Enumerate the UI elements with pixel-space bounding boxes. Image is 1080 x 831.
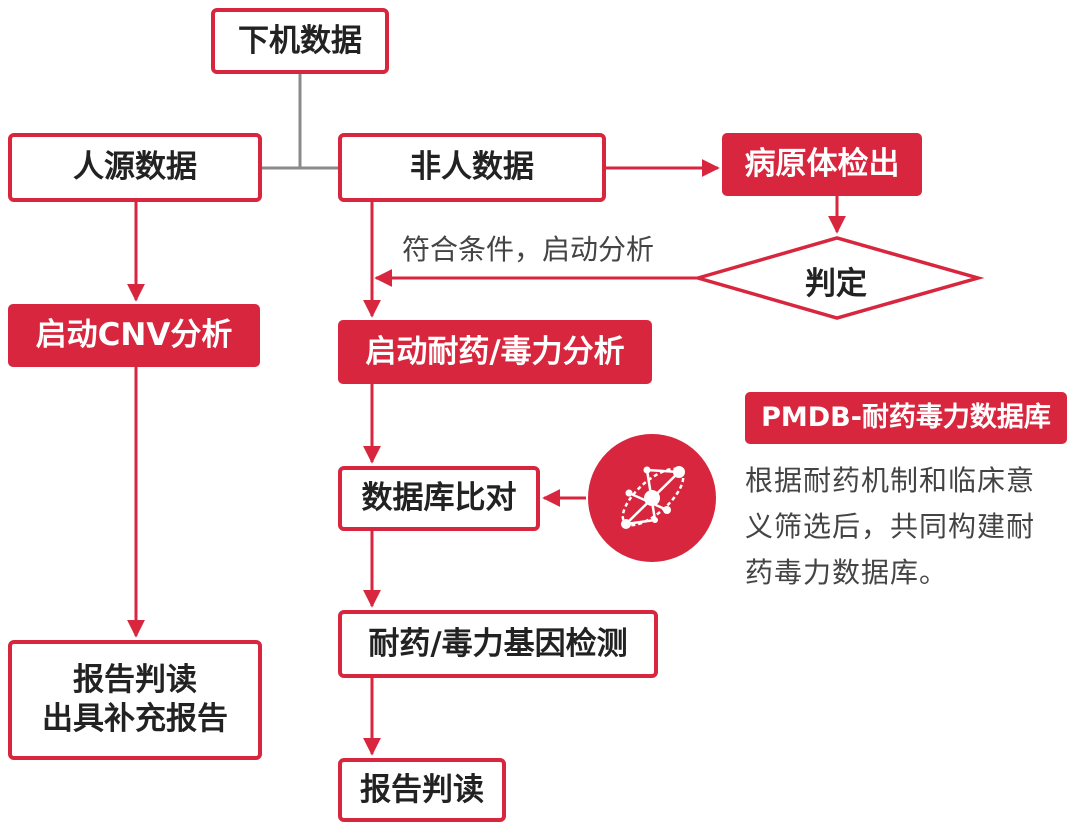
pmdb-description-line: 义筛选后，共同构建耐 <box>745 510 1036 543</box>
gray-connectors <box>262 74 338 170</box>
node-start-resistance: 启动耐药/毒力分析 <box>338 320 652 384</box>
node-human-data: 人源数据 <box>8 133 262 202</box>
judge-diamond <box>691 236 985 320</box>
network-molecule-icon <box>588 434 716 562</box>
node-offline-data: 下机数据 <box>211 8 389 74</box>
judge-label: 判定 <box>805 266 867 302</box>
node-gene-detect: 耐药/毒力基因检测 <box>338 610 658 678</box>
pmdb-title: PMDB-耐药毒力数据库 <box>745 392 1067 444</box>
pmdb-description: 根据耐药机制和临床意 义筛选后，共同构建耐 药毒力数据库。 <box>745 458 1035 596</box>
pmdb-description-line: 根据耐药机制和临床意 <box>745 464 1036 497</box>
node-report-read: 报告判读 <box>338 758 506 822</box>
edge-label-condition: 符合条件，启动分析 <box>402 233 655 266</box>
node-pathogen-detected: 病原体检出 <box>722 133 922 196</box>
final-report-line: 出具补充报告 <box>42 701 228 737</box>
node-final-report: 报告判读 出具补充报告 <box>8 640 262 760</box>
node-start-cnv: 启动CNV分析 <box>8 304 260 367</box>
pmdb-description-line: 药毒力数据库。 <box>745 556 949 589</box>
node-nonhuman-data: 非人数据 <box>338 133 606 202</box>
final-report-line: 报告判读 <box>73 662 197 699</box>
node-db-compare: 数据库比对 <box>338 466 540 531</box>
